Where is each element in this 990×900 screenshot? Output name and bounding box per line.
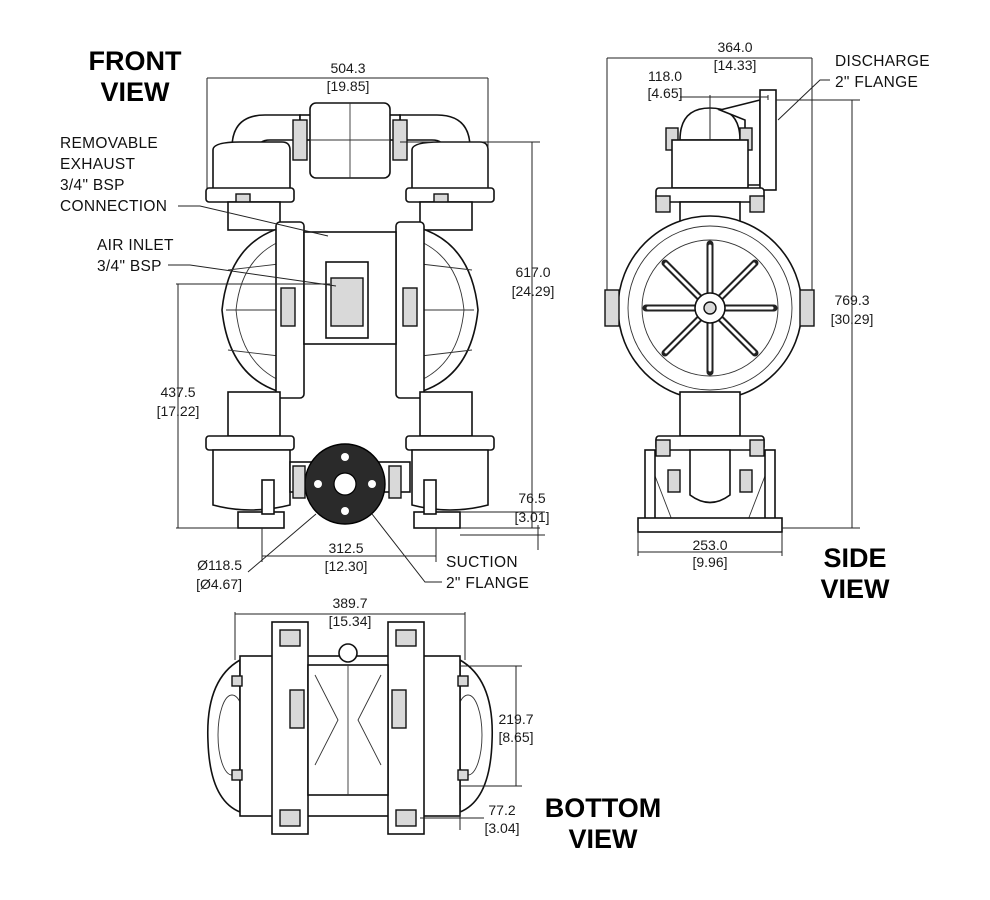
svg-text:[Ø4.67]: [Ø4.67] [196, 576, 242, 592]
svg-text:Ø118.5: Ø118.5 [197, 557, 242, 573]
callout-exhaust: REMOVABLE EXHAUST 3/4" BSP CONNECTION [60, 135, 329, 237]
svg-text:437.5: 437.5 [160, 384, 195, 400]
svg-text:[4.65]: [4.65] [647, 85, 682, 101]
dim-base-offset: 76.5 [3.01] [460, 490, 550, 550]
svg-text:364.0: 364.0 [717, 39, 752, 55]
side-view-title: SIDE VIEW [820, 543, 890, 604]
dim-side-width: 364.0 [14.33] [606, 39, 813, 290]
dim-flange-diameter: Ø118.5 [Ø4.67] [196, 513, 317, 592]
side-view-pump [604, 89, 815, 533]
svg-text:[9.96]: [9.96] [692, 554, 727, 570]
svg-text:REMOVABLE: REMOVABLE [60, 135, 158, 152]
svg-text:[24.29]: [24.29] [512, 283, 555, 299]
svg-text:76.5: 76.5 [518, 490, 545, 506]
callout-suction: SUCTION 2" FLANGE [371, 513, 529, 592]
callout-discharge: DISCHARGE 2" FLANGE [777, 53, 930, 121]
svg-text:SIDE: SIDE [823, 543, 886, 573]
svg-text:389.7: 389.7 [332, 595, 367, 611]
svg-text:VIEW: VIEW [100, 77, 170, 107]
callout-air-inlet: AIR INLET 3/4" BSP [97, 237, 337, 287]
front-view-pump [205, 102, 495, 529]
svg-text:[3.04]: [3.04] [484, 820, 519, 836]
svg-text:[3.01]: [3.01] [514, 509, 549, 525]
svg-text:3/4" BSP: 3/4" BSP [97, 258, 162, 275]
svg-text:AIR INLET: AIR INLET [97, 237, 174, 254]
svg-text:312.5: 312.5 [328, 540, 363, 556]
dim-front-height: 617.0 [24.29] [400, 141, 555, 529]
svg-text:[8.65]: [8.65] [498, 729, 533, 745]
dim-bottom-edge: 77.2 [3.04] [420, 802, 520, 836]
svg-text:617.0: 617.0 [515, 264, 550, 280]
svg-text:[30.29]: [30.29] [831, 311, 874, 327]
svg-text:CONNECTION: CONNECTION [60, 198, 167, 215]
svg-text:[15.34]: [15.34] [329, 613, 372, 629]
front-view-title: FRONT VIEW [89, 46, 182, 107]
dim-side-base: 253.0 [9.96] [637, 532, 783, 570]
dim-front-width: 504.3 [19.85] [206, 60, 489, 188]
svg-text:2" FLANGE: 2" FLANGE [835, 74, 918, 91]
svg-text:219.7: 219.7 [498, 711, 533, 727]
svg-text:[12.30]: [12.30] [325, 558, 368, 574]
svg-text:118.0: 118.0 [648, 68, 682, 84]
svg-text:[17.22]: [17.22] [157, 403, 200, 419]
dim-side-height: 769.3 [30.29] [776, 99, 874, 529]
svg-text:769.3: 769.3 [834, 292, 869, 308]
svg-text:253.0: 253.0 [692, 537, 727, 553]
svg-text:504.3: 504.3 [330, 60, 365, 76]
svg-text:EXHAUST: EXHAUST [60, 156, 136, 173]
bottom-view-pump [206, 621, 494, 835]
svg-text:2" FLANGE: 2" FLANGE [446, 575, 529, 592]
dim-bottom-depth: 219.7 [8.65] [460, 665, 534, 787]
svg-text:VIEW: VIEW [820, 574, 890, 604]
svg-text:FRONT: FRONT [89, 46, 182, 76]
svg-text:DISCHARGE: DISCHARGE [835, 53, 930, 70]
svg-text:SUCTION: SUCTION [446, 554, 518, 571]
svg-text:[14.33]: [14.33] [714, 57, 757, 73]
svg-text:3/4" BSP: 3/4" BSP [60, 177, 125, 194]
dim-mount-spacing: 312.5 [12.30] [261, 528, 437, 574]
dim-bottom-width: 389.7 [15.34] [234, 595, 466, 660]
dim-inlet-height: 437.5 [17.22] [157, 283, 330, 529]
svg-text:77.2: 77.2 [488, 802, 515, 818]
svg-text:[19.85]: [19.85] [327, 78, 370, 94]
svg-text:VIEW: VIEW [568, 824, 638, 854]
bottom-view-title: BOTTOM VIEW [545, 793, 662, 854]
dim-discharge-offset: 118.0 [4.65] [647, 68, 769, 140]
svg-text:BOTTOM: BOTTOM [545, 793, 662, 823]
